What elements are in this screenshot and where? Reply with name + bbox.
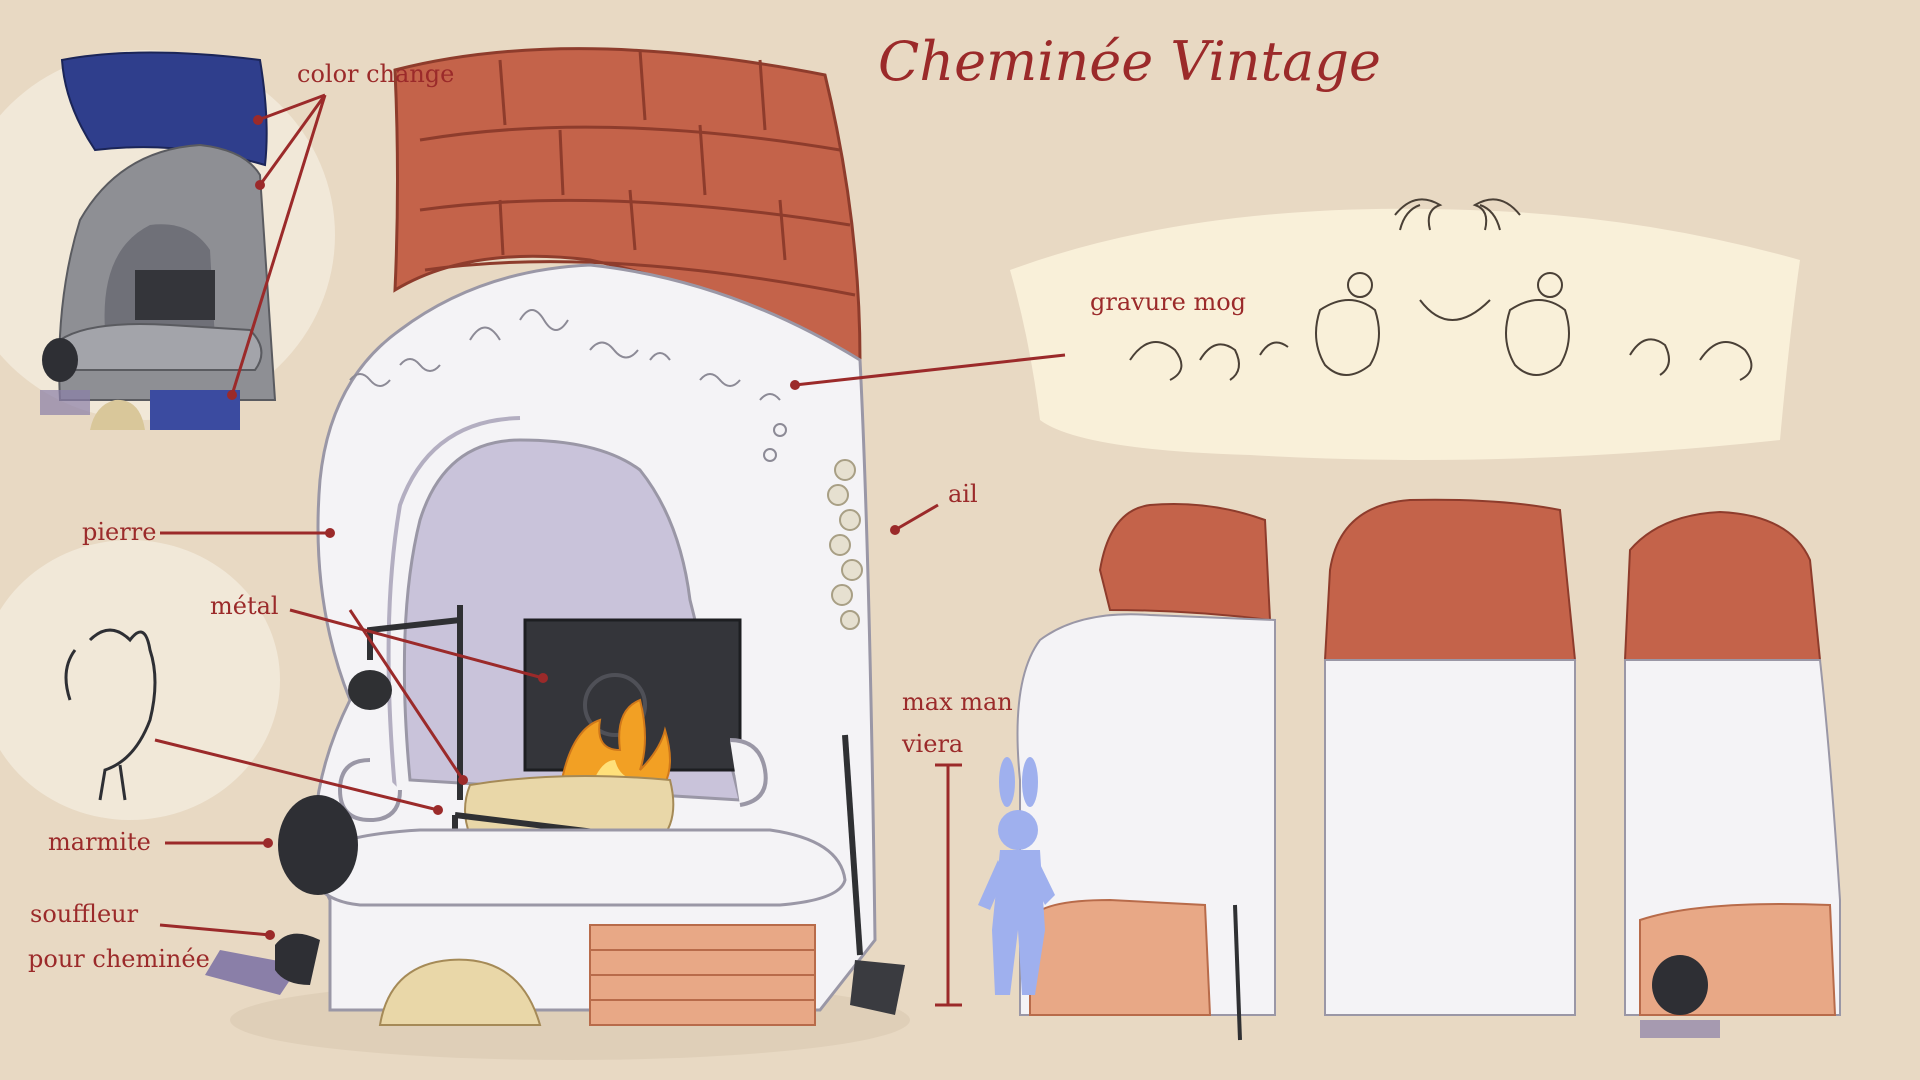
variant-roof	[60, 51, 268, 167]
view-front-body	[1324, 659, 1576, 1016]
height-scale-bar	[935, 763, 962, 1007]
color-variant-fireplace	[40, 51, 277, 430]
shovel	[850, 960, 905, 1015]
variant-blue-bricks	[150, 390, 240, 430]
view-right	[1623, 510, 1841, 1038]
label-souffleur-line1: souffleur	[30, 900, 139, 928]
scroll-right	[729, 738, 768, 807]
pedestal	[308, 828, 847, 907]
kettle	[348, 670, 392, 710]
marmite-pot	[278, 795, 358, 895]
main-fireplace	[205, 47, 910, 1060]
stored-logs	[378, 958, 542, 1026]
label-marmite: marmite	[48, 828, 151, 856]
variant-logs	[90, 399, 145, 430]
roof-brick-lines	[419, 49, 856, 297]
label-souffleur-line2: pour cheminée	[28, 945, 210, 973]
view-front-roof	[1323, 498, 1577, 661]
label-color-change: color change	[297, 60, 455, 88]
label-metal: métal	[210, 592, 279, 620]
brick-base-lines	[590, 949, 815, 1001]
mog-engraving-detail	[1129, 198, 1753, 381]
garlic-garland	[827, 459, 863, 630]
chocobo-sketch	[64, 628, 157, 801]
variant-screen	[135, 270, 215, 320]
label-gravure-mog: gravure mog	[1090, 288, 1247, 316]
label-ail: ail	[948, 480, 978, 508]
label-max-man: max man	[902, 688, 1013, 716]
bellows	[275, 933, 320, 985]
view-right-roof	[1623, 510, 1822, 661]
poker	[842, 734, 863, 956]
view-left-brick	[1029, 898, 1212, 1016]
view-front	[1323, 498, 1577, 1016]
fire	[558, 698, 671, 802]
view-left	[1016, 503, 1276, 1041]
annotation-dots	[227, 115, 900, 940]
viera-scale-figure	[978, 757, 1055, 995]
sheet-title: Cheminée Vintage	[878, 30, 1381, 93]
annotation-leader-lines	[154, 93, 1066, 937]
variant-pedestal	[58, 323, 263, 371]
mog-engraving-band	[349, 309, 787, 462]
label-viera: viera	[902, 730, 964, 758]
view-left-roof	[1098, 503, 1272, 622]
label-pierre: pierre	[82, 518, 157, 546]
